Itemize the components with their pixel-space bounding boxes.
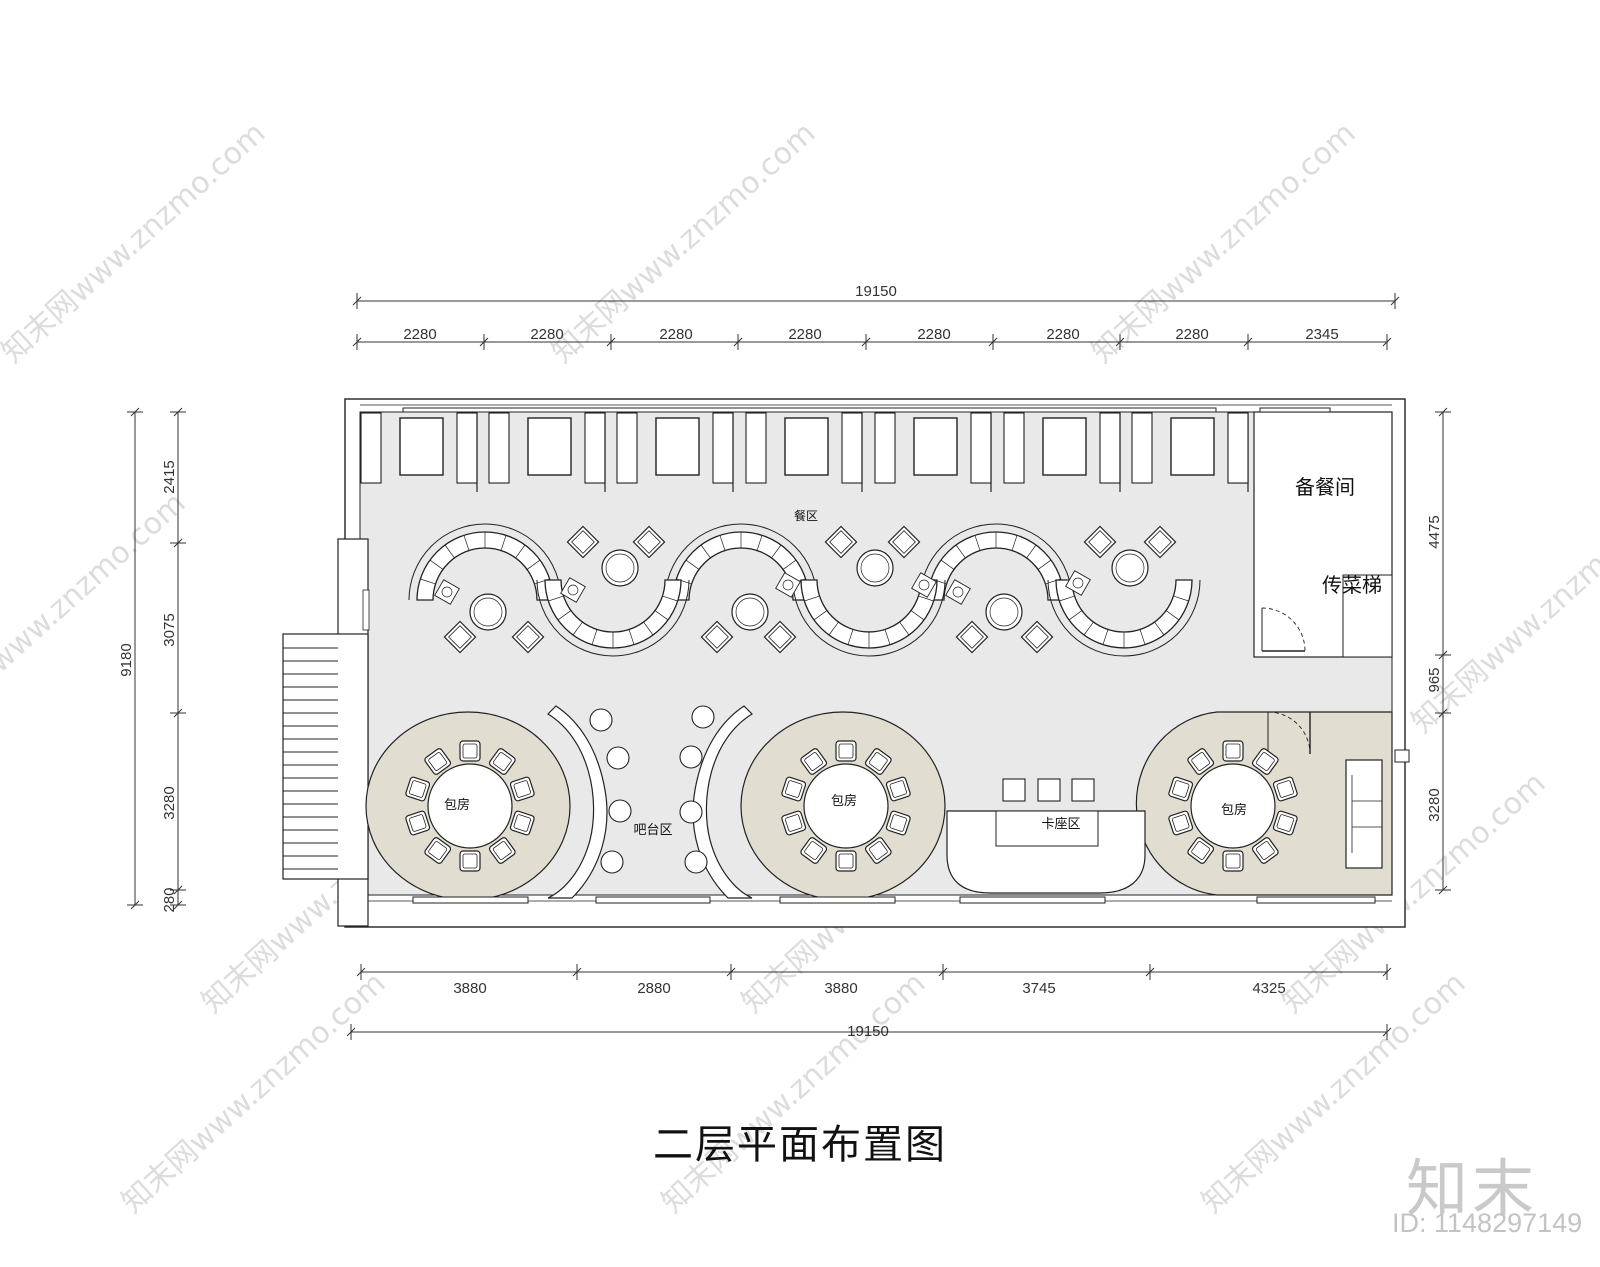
dim-left-seg: 3075 (161, 613, 178, 646)
room-label-private-2: 包房 (831, 793, 857, 809)
brand-logo: 知末 (1406, 1152, 1539, 1225)
bottom-windows (402, 407, 1376, 904)
dim-bottom-seg: 3880 (453, 980, 486, 997)
dimension-ticks (127, 293, 1451, 1040)
dim-bottom-total: 19150 (847, 1023, 889, 1040)
service-room (1253, 411, 1393, 658)
dim-left-segments: 2415 3075 3280 280 (161, 460, 178, 912)
dim-top-seg: 2345 (1305, 326, 1338, 343)
room-label-booth: 卡座区 (1041, 817, 1080, 832)
dim-bottom-seg: 3745 (1022, 980, 1055, 997)
dim-bottom-segments: 3880 2880 3880 3745 4325 (453, 980, 1285, 997)
column-marker (1394, 749, 1410, 763)
dim-left-total: 9180 (118, 643, 135, 676)
dim-left-seg: 3280 (161, 786, 178, 819)
dim-left-seg: 2415 (161, 460, 178, 493)
curved-banquette-row (408, 523, 1201, 657)
dim-top-seg: 2280 (1175, 326, 1208, 343)
dimension-lines (134, 300, 1444, 1033)
dim-top-seg: 2280 (917, 326, 950, 343)
watermark-text: 知末网www.znzmo.com (0, 116, 272, 371)
dim-top-seg: 2280 (659, 326, 692, 343)
dim-top-total: 19150 (855, 283, 897, 300)
dim-bottom-seg: 3880 (824, 980, 857, 997)
booth-counter (946, 778, 1146, 894)
staircase (283, 647, 338, 870)
dim-top-seg: 2280 (530, 326, 563, 343)
dim-right-seg: 3280 (1426, 788, 1443, 821)
room-label-private-3: 包房 (1221, 802, 1247, 818)
drawing-title: 二层平面布置图 (653, 1122, 947, 1168)
dim-right-seg: 4475 (1426, 515, 1443, 548)
dim-bottom-seg: 4325 (1252, 980, 1285, 997)
dim-right-seg: 965 (1426, 667, 1443, 692)
image-id: ID: 1148297149 (1392, 1208, 1583, 1238)
room-label-private-1: 包房 (444, 797, 470, 813)
watermark-text: 知末网www.znzmo.com (0, 486, 192, 741)
dim-top-seg: 2280 (1046, 326, 1079, 343)
dim-top-seg: 2280 (788, 326, 821, 343)
top-booth-row (360, 412, 1249, 492)
dim-left-seg: 280 (161, 887, 178, 912)
room-label-dining: 餐区 (794, 508, 818, 523)
dim-right-segments: 4475 965 3280 (1426, 515, 1443, 821)
room-label-food-lift: 传菜梯 (1322, 573, 1382, 597)
bar-area (589, 705, 715, 874)
dim-bottom-seg: 2880 (637, 980, 670, 997)
watermark-text: 知末网www.znzmo.com (655, 966, 932, 1221)
watermark-text: 知末网www.znzmo.com (115, 966, 392, 1221)
dim-top-seg: 2280 (403, 326, 436, 343)
dim-top-segments: 2280 2280 2280 2280 2280 2280 2280 2345 (403, 326, 1338, 343)
room-label-bar: 吧台区 (633, 823, 672, 838)
room-label-prep: 备餐间 (1295, 475, 1355, 499)
